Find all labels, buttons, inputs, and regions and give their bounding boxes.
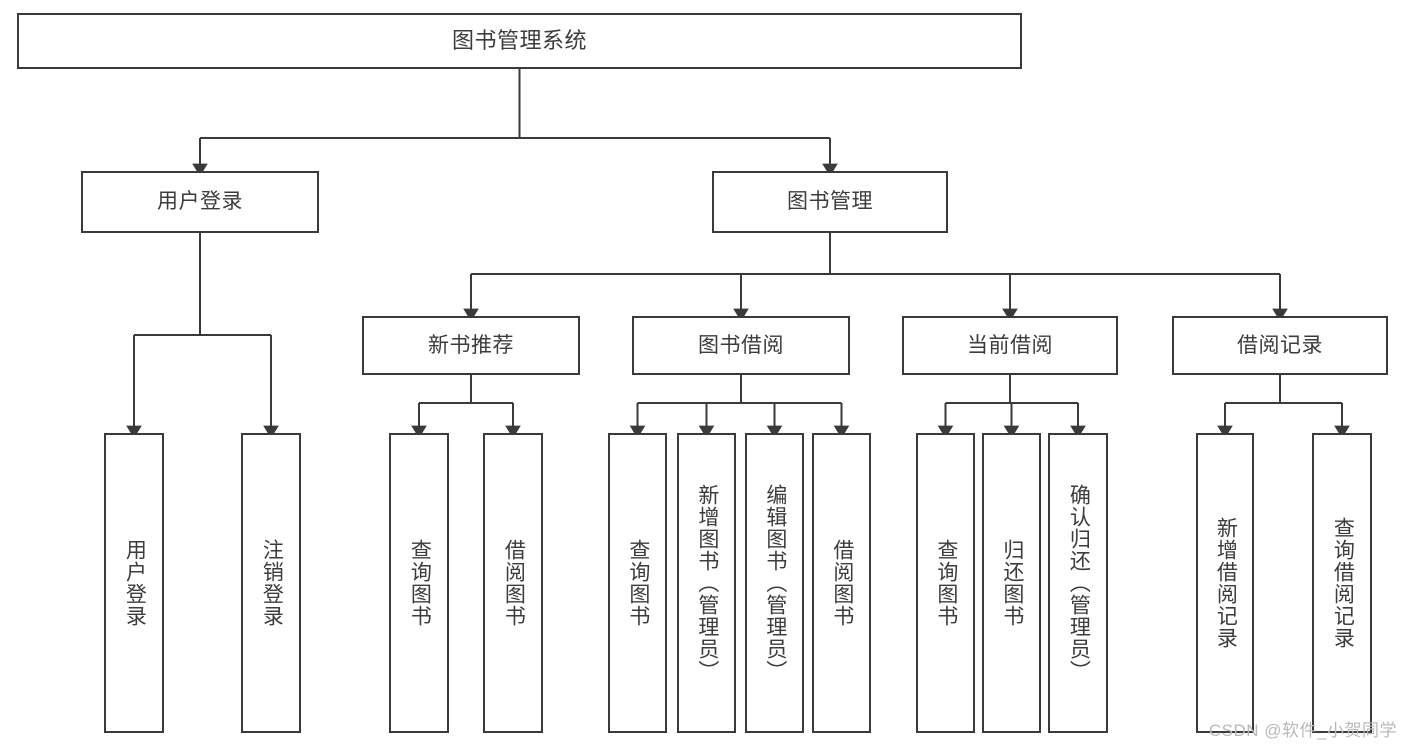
node-label-leaf-query-book-current: 查询图书 <box>934 539 958 627</box>
node-label-leaf-logout: 注销登录 <box>260 539 284 627</box>
node-leaf-add-borrow-record[interactable]: 新增借阅记录 <box>1196 433 1254 733</box>
node-book-borrow[interactable]: 图书借阅 <box>632 316 850 375</box>
node-leaf-logout[interactable]: 注销登录 <box>241 433 301 733</box>
node-label-new-book-recommend: 新书推荐 <box>428 333 514 357</box>
node-label-leaf-add-borrow-record: 新增借阅记录 <box>1214 517 1238 649</box>
node-label-leaf-borrow-book-recommend: 借阅图书 <box>502 539 526 627</box>
node-leaf-query-book-borrow[interactable]: 查询图书 <box>608 433 667 733</box>
node-label-leaf-confirm-return-admin: 确认归还（管理员） <box>1067 484 1091 682</box>
node-label-book-borrow: 图书借阅 <box>698 333 784 357</box>
node-leaf-confirm-return-admin[interactable]: 确认归还（管理员） <box>1048 433 1108 733</box>
node-label-leaf-query-borrow-record: 查询借阅记录 <box>1331 517 1355 649</box>
node-label-leaf-return-book: 归还图书 <box>1000 539 1024 627</box>
node-leaf-return-book[interactable]: 归还图书 <box>982 433 1041 733</box>
node-label-leaf-query-book-borrow: 查询图书 <box>626 539 650 627</box>
node-label-user-login: 用户登录 <box>157 190 243 214</box>
node-leaf-query-book-current[interactable]: 查询图书 <box>916 433 975 733</box>
node-current-borrow[interactable]: 当前借阅 <box>902 316 1118 375</box>
node-leaf-user-login[interactable]: 用户登录 <box>104 433 164 733</box>
node-label-current-borrow: 当前借阅 <box>967 333 1053 357</box>
node-borrow-record[interactable]: 借阅记录 <box>1172 316 1388 375</box>
node-leaf-edit-book-admin[interactable]: 编辑图书（管理员） <box>745 433 804 733</box>
node-leaf-add-book-admin[interactable]: 新增图书（管理员） <box>677 433 736 733</box>
node-root[interactable]: 图书管理系统 <box>17 13 1022 69</box>
node-book-management[interactable]: 图书管理 <box>712 171 948 233</box>
node-label-leaf-edit-book-admin: 编辑图书（管理员） <box>763 484 787 682</box>
node-label-root: 图书管理系统 <box>451 27 587 53</box>
node-leaf-query-book-recommend[interactable]: 查询图书 <box>389 433 449 733</box>
node-label-leaf-borrow-book: 借阅图书 <box>830 539 854 627</box>
node-label-leaf-query-book-recommend: 查询图书 <box>408 539 432 627</box>
node-label-borrow-record: 借阅记录 <box>1237 333 1323 357</box>
watermark-text: CSDN @软件_小贺同学 <box>1208 721 1397 740</box>
node-leaf-borrow-book[interactable]: 借阅图书 <box>812 433 871 733</box>
node-leaf-borrow-book-recommend[interactable]: 借阅图书 <box>483 433 543 733</box>
node-label-leaf-add-book-admin: 新增图书（管理员） <box>695 484 719 682</box>
connector-lines <box>126 69 1350 439</box>
node-leaf-query-borrow-record[interactable]: 查询借阅记录 <box>1312 433 1372 733</box>
node-user-login[interactable]: 用户登录 <box>81 171 319 233</box>
node-new-book-recommend[interactable]: 新书推荐 <box>362 316 580 375</box>
node-label-book-management: 图书管理 <box>787 190 873 214</box>
node-label-leaf-user-login: 用户登录 <box>123 539 147 627</box>
